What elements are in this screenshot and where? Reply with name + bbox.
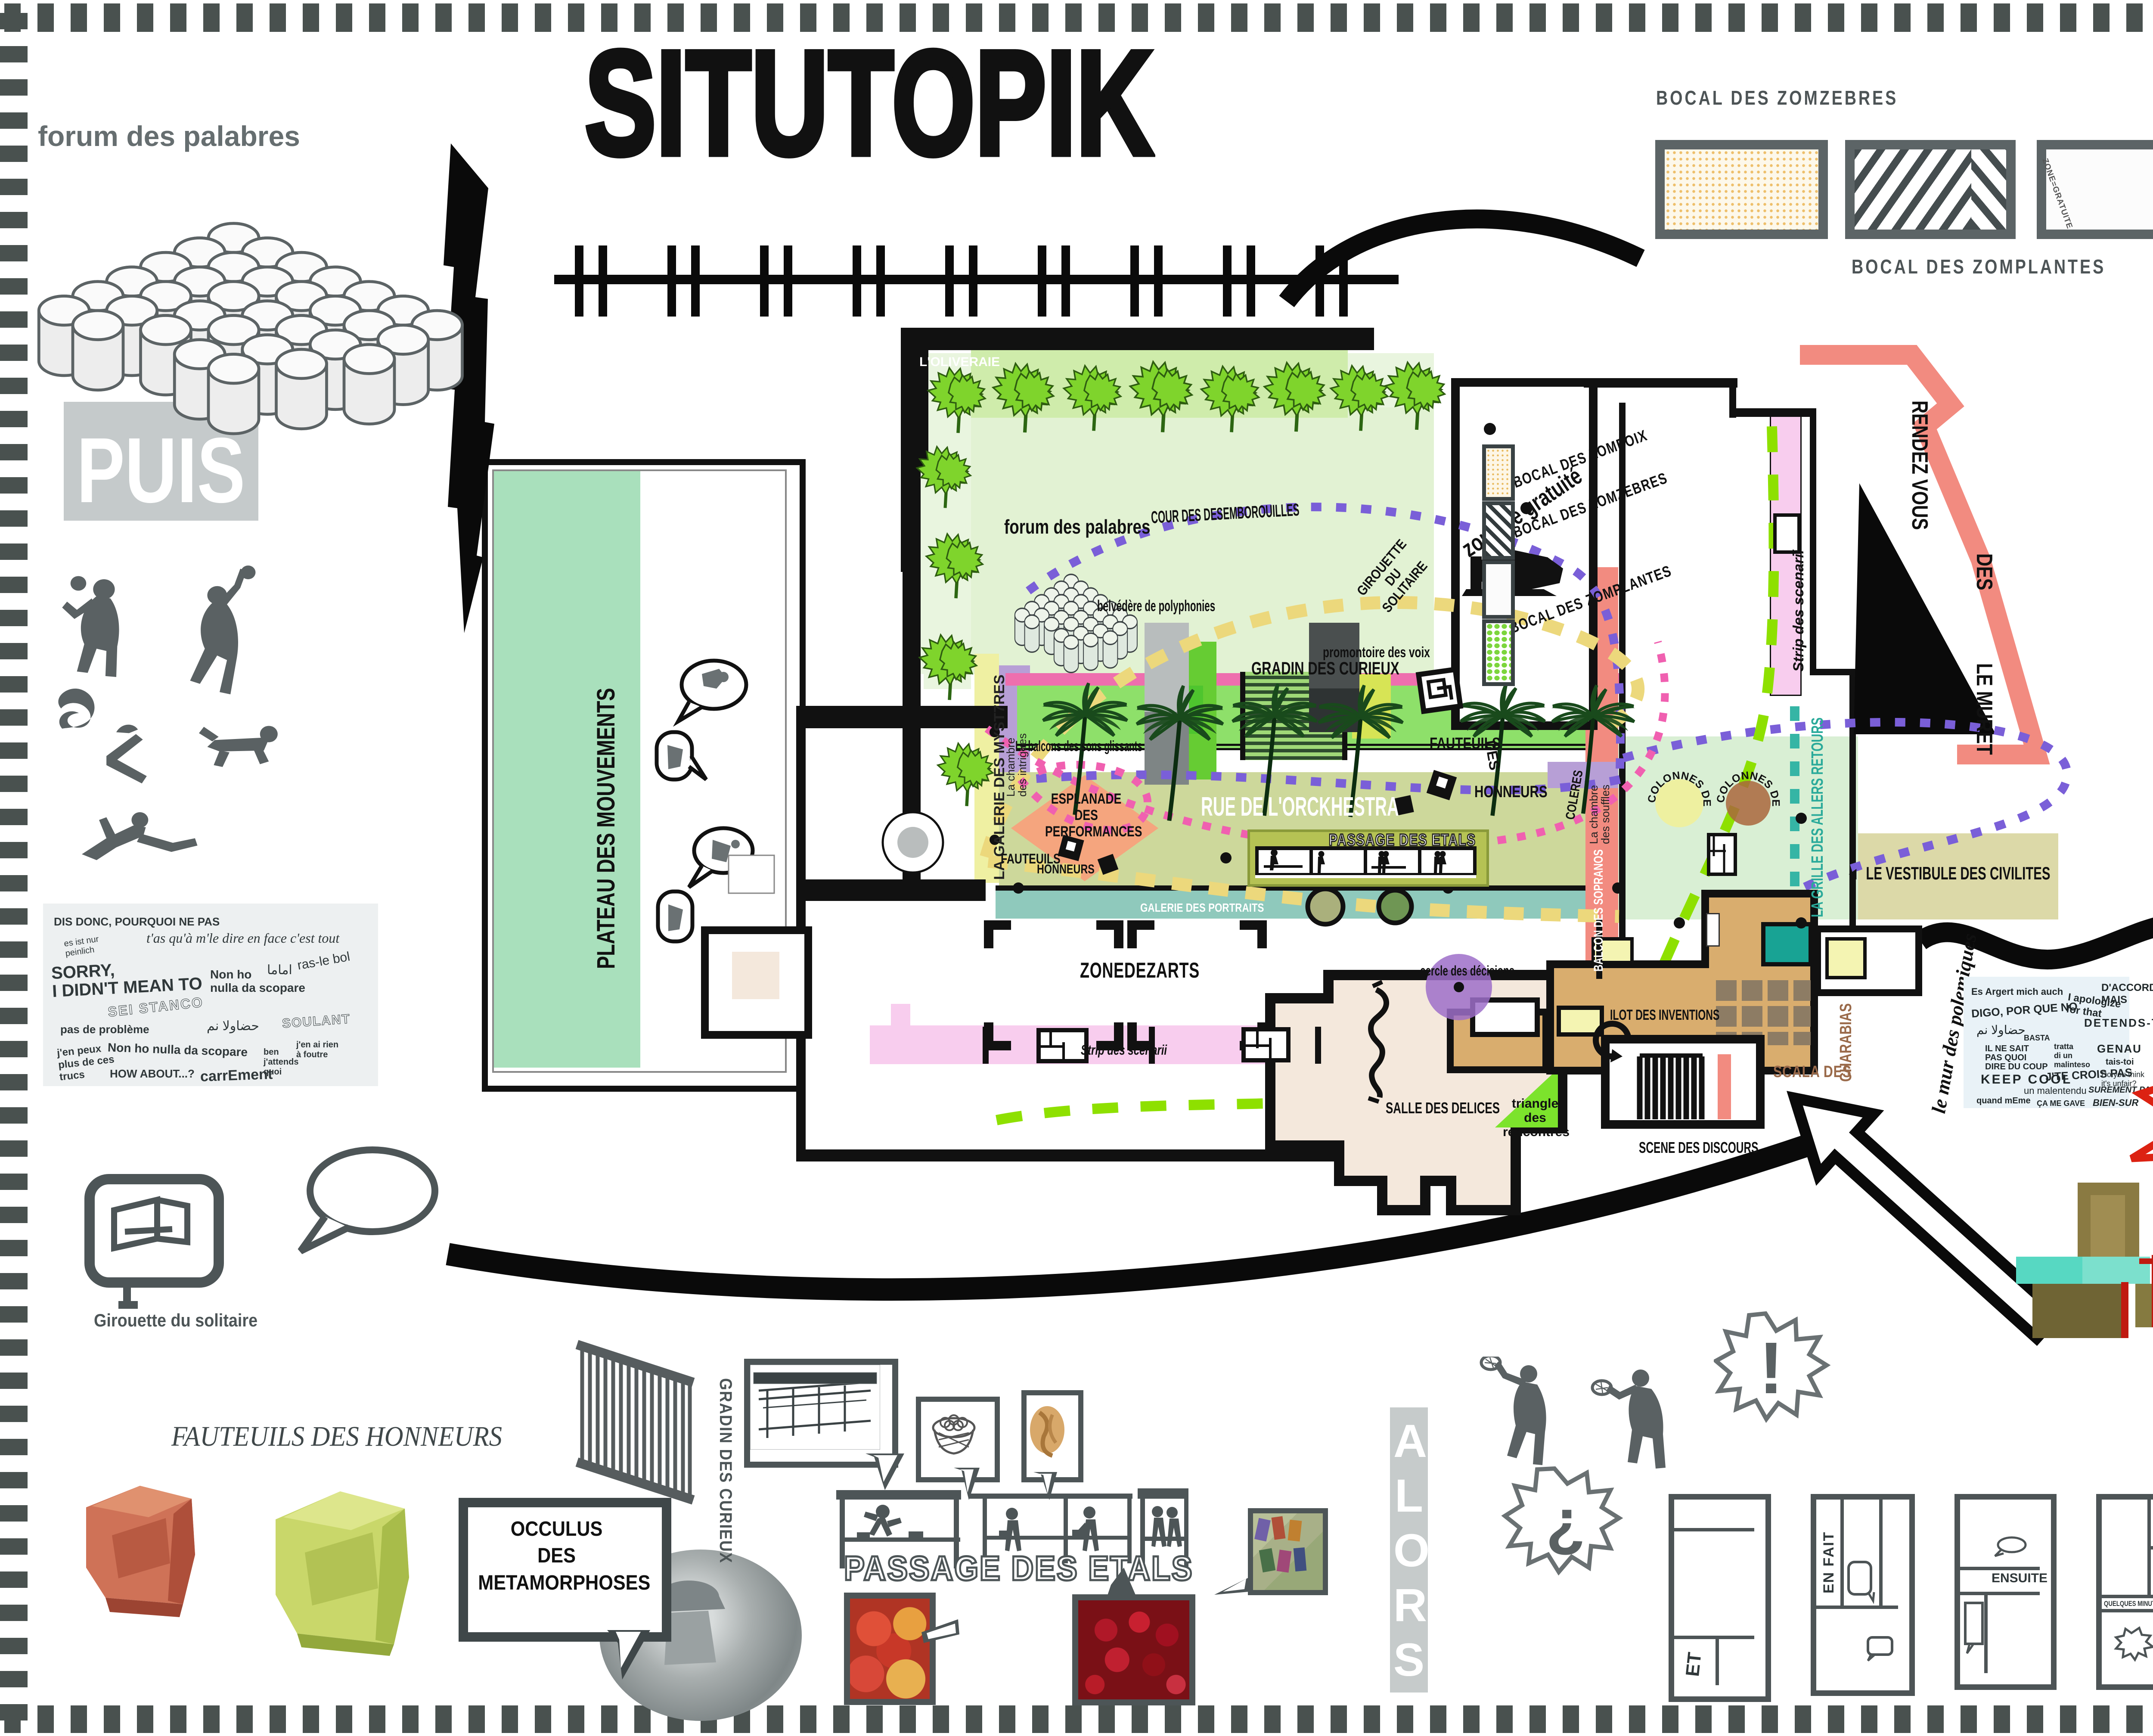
svg-text:¿: ¿ xyxy=(1546,1485,1585,1558)
svg-text:!: ! xyxy=(1759,1327,1784,1409)
